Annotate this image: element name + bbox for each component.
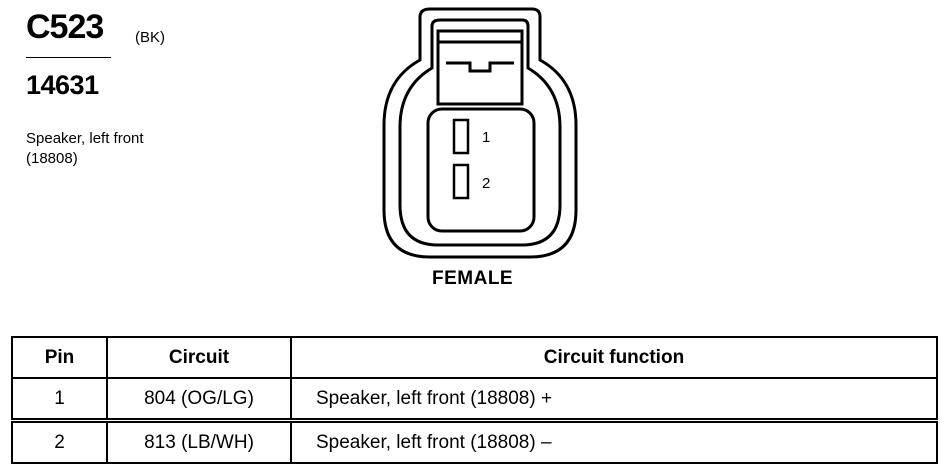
- pinout-table: Pin Circuit Circuit function 1 804 (OG/L…: [11, 336, 938, 464]
- pin-1-label: 1: [482, 129, 490, 146]
- cell-circuit: 804 (OG/LG): [106, 377, 292, 422]
- divider: [26, 57, 111, 58]
- pin-2-label: 2: [482, 175, 490, 192]
- header-pin: Pin: [11, 336, 108, 379]
- header-circuit: Circuit: [106, 336, 292, 379]
- connector-description: Speaker, left front: [26, 130, 144, 147]
- connector-color-code: (BK): [135, 29, 165, 46]
- cell-circuit-function: Speaker, left front (18808) –: [290, 418, 938, 464]
- latch-notch: [446, 61, 514, 73]
- cell-pin: 1: [11, 377, 108, 422]
- connector-id: C523: [26, 8, 104, 46]
- cell-circuit: 813 (LB/WH): [106, 418, 292, 464]
- table-row: 2 813 (LB/WH) Speaker, left front (18808…: [11, 418, 938, 464]
- connector-description-code: (18808): [26, 150, 78, 167]
- connector-diagram: 1 2: [382, 7, 578, 259]
- connector-housing-inner: [398, 18, 562, 247]
- latch-tab: [436, 29, 524, 106]
- table-row: 1 804 (OG/LG) Speaker, left front (18808…: [11, 377, 938, 422]
- connector-housing-outer: [382, 7, 578, 259]
- cell-circuit-function: Speaker, left front (18808) +: [290, 377, 938, 422]
- pin-cavity-block: [426, 107, 536, 233]
- header-circuit-function: Circuit function: [290, 336, 938, 379]
- pin-2-terminal: [452, 163, 470, 200]
- connector-gender-label: FEMALE: [432, 268, 514, 289]
- cell-pin: 2: [11, 418, 108, 464]
- table-header-row: Pin Circuit Circuit function: [11, 336, 938, 379]
- part-number: 14631: [26, 70, 99, 100]
- pin-1-terminal: [452, 118, 470, 155]
